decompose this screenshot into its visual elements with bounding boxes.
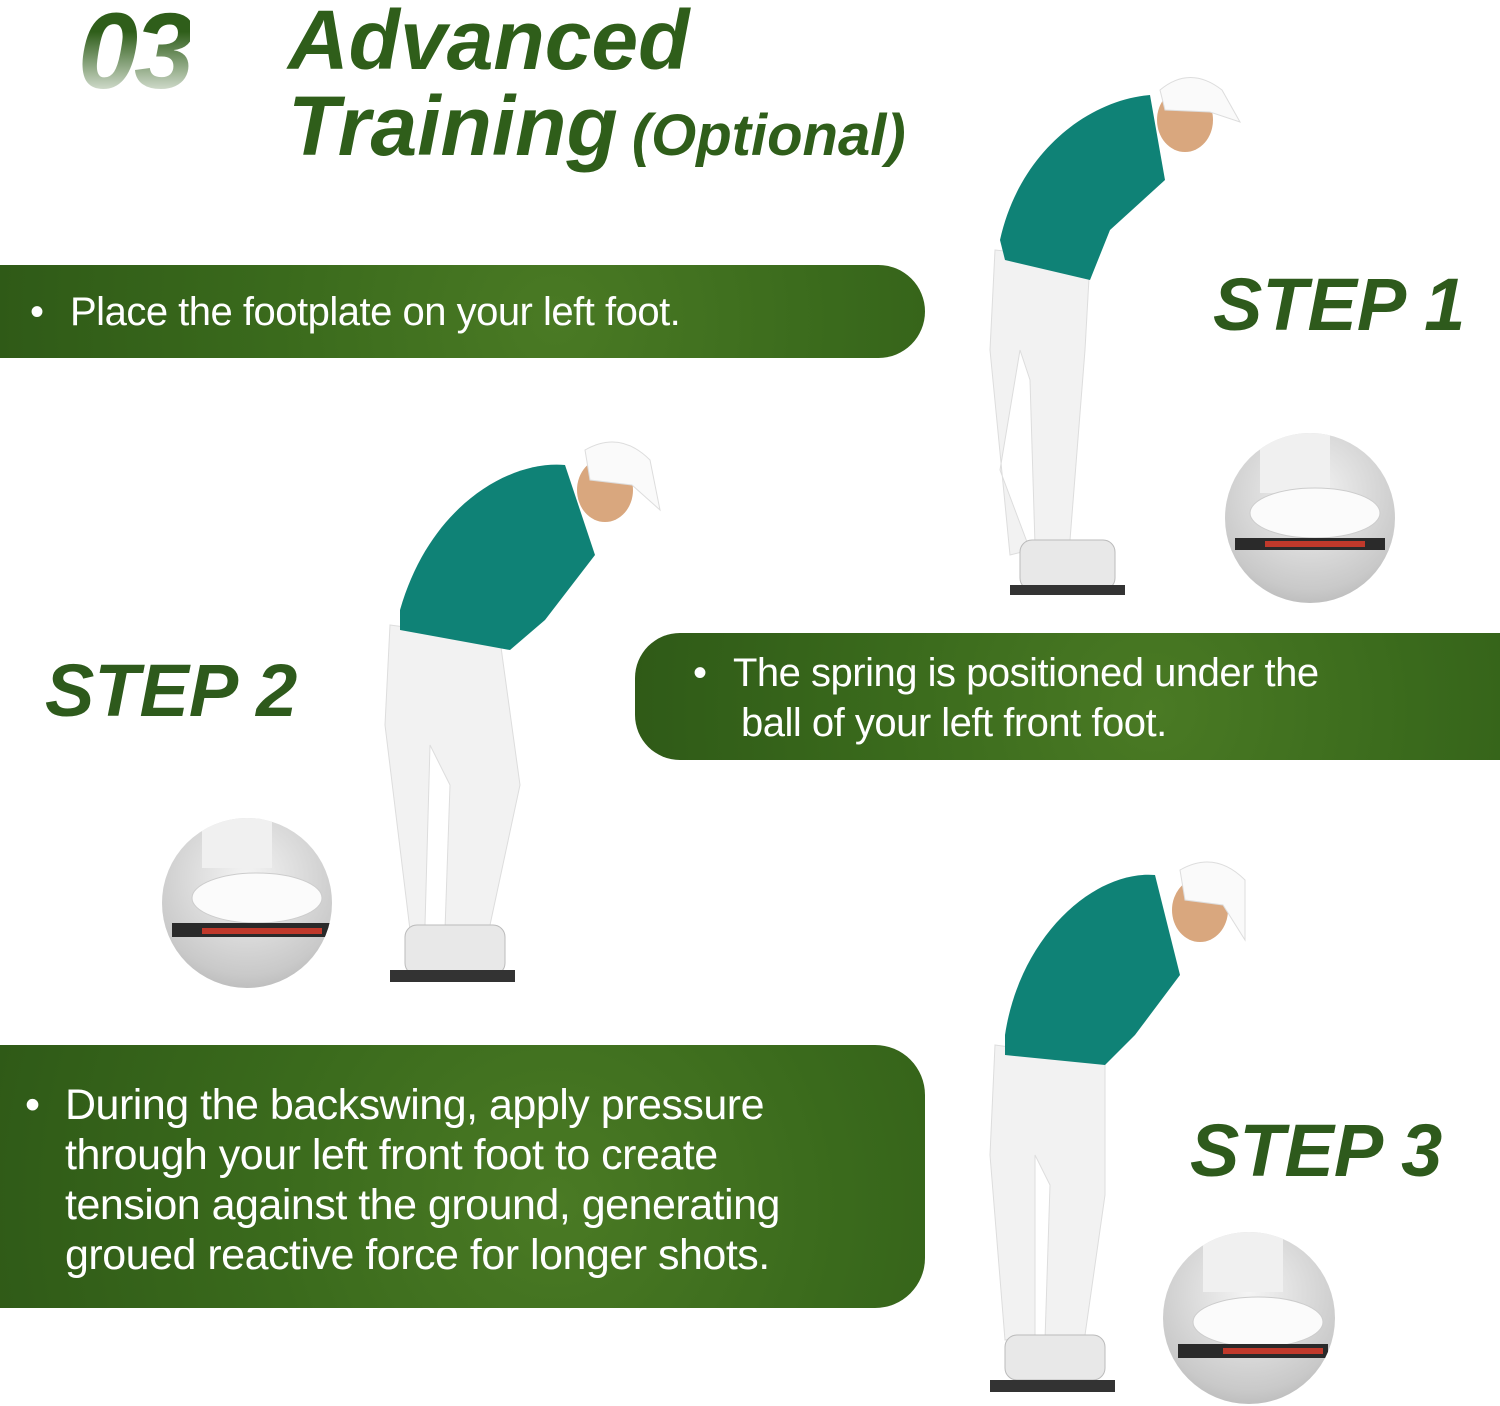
page-title-line2: Training(Optional) bbox=[288, 84, 906, 168]
golfer-step2-image bbox=[384, 441, 661, 982]
footplate-closeup-step1 bbox=[1225, 433, 1395, 603]
golfer-step3-image bbox=[989, 861, 1246, 1392]
golfer-figure bbox=[384, 441, 661, 982]
footplate-closeup-step2 bbox=[162, 818, 332, 988]
golfer-step1-image bbox=[989, 77, 1242, 595]
step1-banner: • Place the footplate on your left foot. bbox=[0, 265, 925, 358]
golfer-figure bbox=[989, 77, 1242, 595]
step2-banner: • The spring is positioned under the ball … bbox=[635, 633, 1500, 760]
golfer-figure bbox=[989, 861, 1246, 1392]
title-optional: (Optional) bbox=[631, 103, 906, 168]
step1-label: STEP 1 bbox=[1213, 263, 1466, 346]
step1-text: Place the footplate on your left foot. bbox=[70, 290, 681, 334]
step3-text-line: tension against the ground, generating bbox=[65, 1181, 780, 1229]
footplate-closeup-step3 bbox=[1163, 1232, 1335, 1404]
step3-label: STEP 3 bbox=[1190, 1109, 1443, 1192]
bullet: • bbox=[30, 290, 44, 334]
step2-text-line2: ball of your left front foot. bbox=[741, 701, 1167, 745]
bullet: • bbox=[25, 1081, 40, 1129]
title-word: Training bbox=[288, 79, 618, 173]
step3-text-line: through your left front foot to create bbox=[65, 1131, 718, 1179]
page-title-line1: Advanced bbox=[288, 0, 690, 87]
section-number: 03 bbox=[78, 0, 194, 113]
step2-text-line1: The spring is positioned under the bbox=[733, 651, 1319, 695]
step2-label: STEP 2 bbox=[45, 649, 298, 732]
step3-text-line: During the backswing, apply pressure bbox=[65, 1081, 765, 1129]
bullet: • bbox=[693, 651, 707, 695]
step3-text-line: groued reactive force for longer shots. bbox=[65, 1231, 770, 1279]
